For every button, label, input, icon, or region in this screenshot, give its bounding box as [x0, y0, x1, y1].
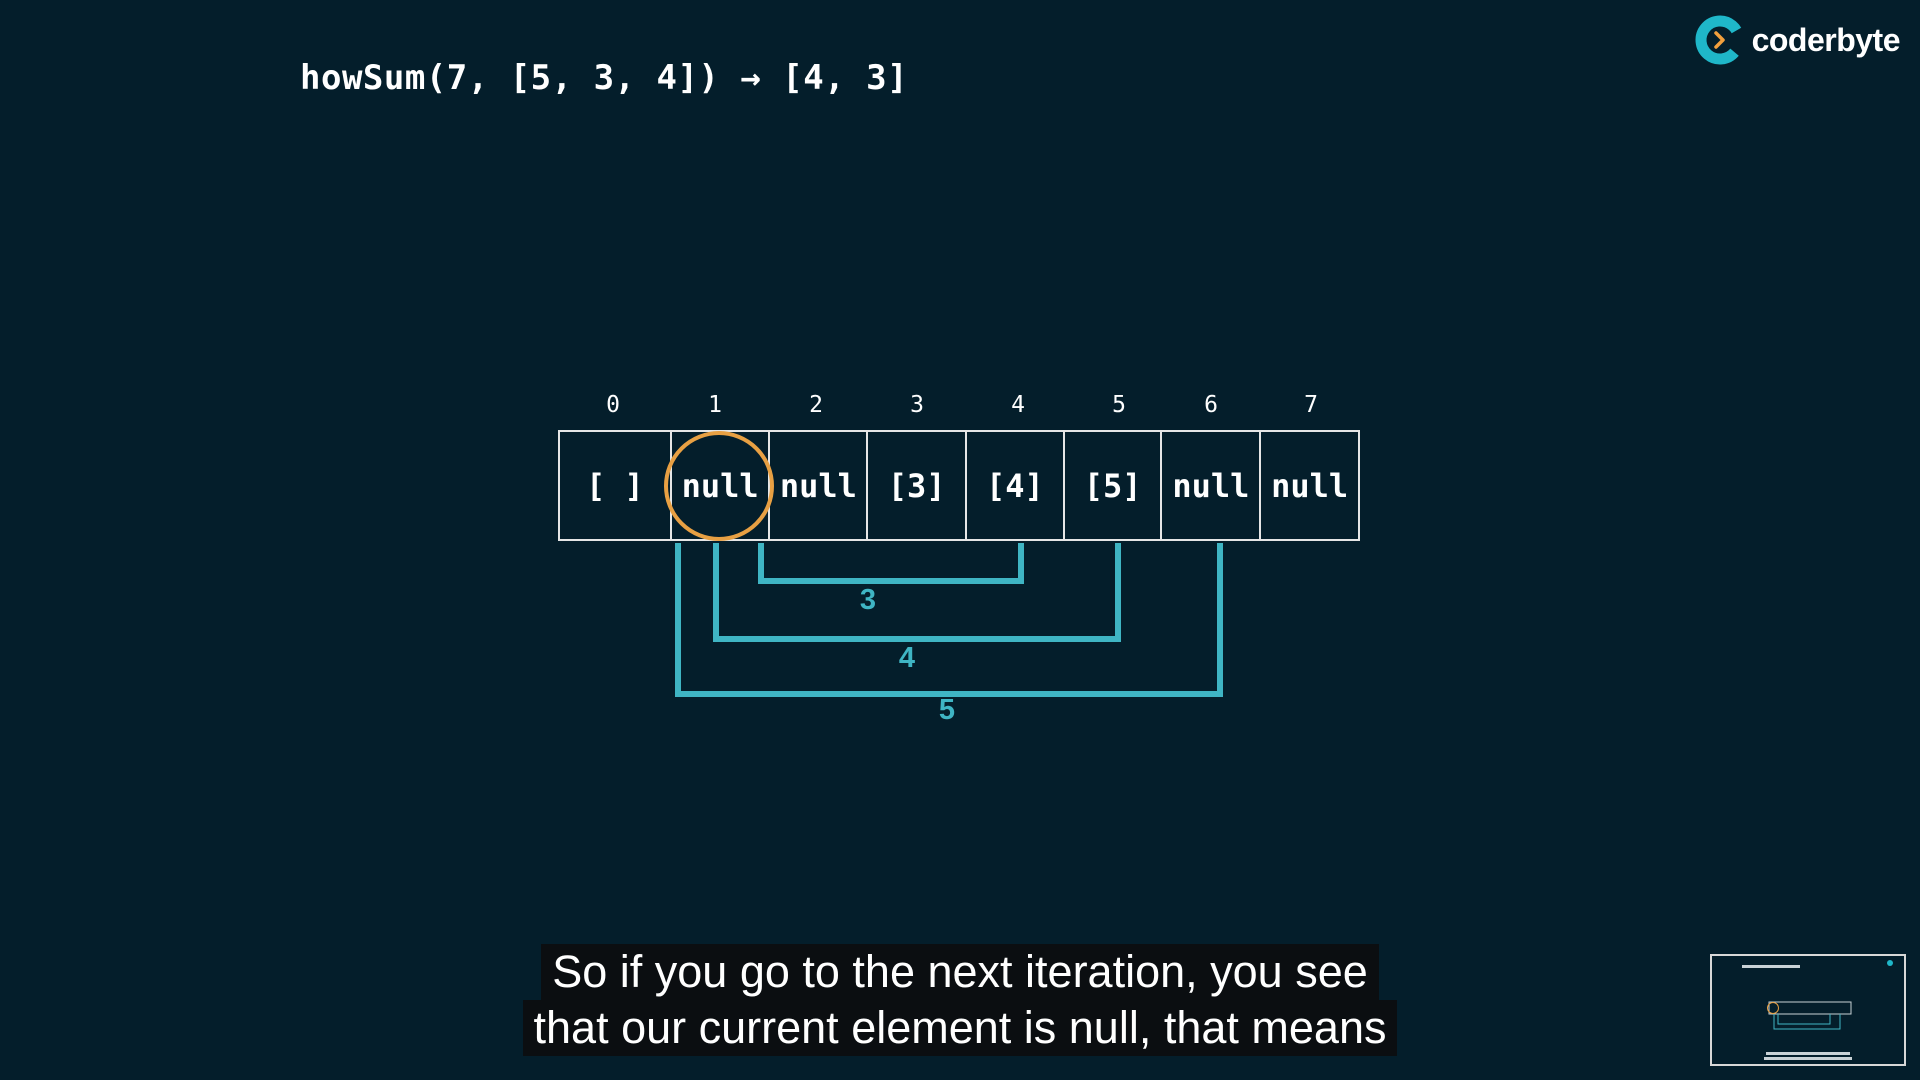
- logo-text: coderbyte: [1751, 21, 1901, 58]
- array-index-row: 0 1 2 3 4 5 6 7: [0, 392, 1920, 422]
- function-title: howSum(7, [5, 3, 4]) → [4, 3]: [300, 58, 909, 98]
- dp-cell-6: null: [1162, 432, 1262, 539]
- dp-cell-0: [ ]: [560, 432, 672, 539]
- dp-cell-2: null: [770, 432, 869, 539]
- caption-line-2: that our current element is null, that m…: [522, 1000, 1398, 1056]
- array-index-7: 7: [1304, 392, 1318, 418]
- array-index-5: 5: [1112, 392, 1126, 418]
- dp-table: [ ] null null [3] [4] [5] null null: [558, 430, 1360, 541]
- coderbyte-logo-icon: [1695, 15, 1745, 65]
- bracket-5-label: 5: [938, 694, 956, 726]
- array-index-6: 6: [1204, 392, 1218, 418]
- bracket-3-label: 3: [859, 584, 877, 616]
- dp-cell-4: [4]: [967, 432, 1065, 539]
- subtitle-caption: So if you go to the next iteration, you …: [0, 944, 1920, 1056]
- dp-cell-3: [3]: [868, 432, 967, 539]
- bracket-3-line: [758, 543, 1024, 584]
- array-index-0: 0: [606, 392, 620, 418]
- thumbnail-preview-graphic: [1742, 960, 1893, 1060]
- array-index-1: 1: [708, 392, 722, 418]
- array-index-4: 4: [1011, 392, 1025, 418]
- array-index-2: 2: [809, 392, 823, 418]
- bracket-4-line: [713, 543, 1121, 642]
- dp-cell-5: [5]: [1065, 432, 1163, 539]
- coderbyte-logo: coderbyte: [1694, 14, 1901, 66]
- array-index-3: 3: [910, 392, 924, 418]
- bracket-4-label: 4: [898, 642, 916, 674]
- dp-cell-7: null: [1271, 466, 1349, 505]
- video-preview-thumbnail[interactable]: [1710, 954, 1906, 1066]
- bracket-5-line: [675, 543, 1223, 697]
- dp-cell-1: null: [672, 432, 771, 539]
- caption-line-1: So if you go to the next iteration, you …: [541, 944, 1379, 1000]
